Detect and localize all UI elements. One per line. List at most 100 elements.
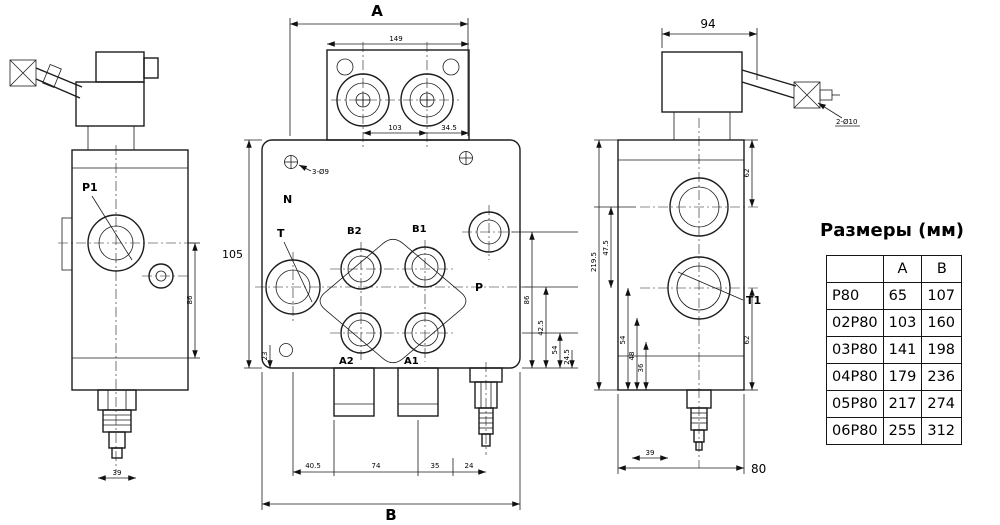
dim-label-105: 105 bbox=[222, 248, 243, 261]
dim-label-103: 103 bbox=[388, 124, 401, 132]
left-view: P1 39 86 bbox=[9, 51, 200, 481]
cell-a: 65 bbox=[882, 282, 923, 310]
table-row: P80 65 107 bbox=[826, 282, 963, 310]
port-label-a2: A2 bbox=[339, 356, 354, 367]
dim-label-48: 48 bbox=[628, 352, 636, 361]
top-housing-right bbox=[661, 51, 743, 140]
port-label-b1: B1 bbox=[412, 224, 427, 235]
port-face-diamond bbox=[319, 238, 467, 364]
dim-label-54-right: 54 bbox=[619, 335, 627, 344]
control-lever bbox=[9, 59, 83, 99]
dim-label-86-side: 86 bbox=[186, 295, 194, 304]
cell-model: 06P80 bbox=[826, 417, 884, 445]
dim-label-39-right: 39 bbox=[646, 449, 655, 457]
cap-bolt-right bbox=[442, 58, 460, 76]
table-row: 02P80 103 160 bbox=[826, 309, 963, 337]
top-cap bbox=[326, 42, 470, 148]
dim-label-47-5: 47.5 bbox=[602, 240, 610, 256]
p1-leader-line bbox=[91, 195, 133, 261]
cell-model: 05P80 bbox=[826, 390, 884, 418]
t-leader-line bbox=[283, 241, 313, 303]
left-side-dims-right-view: 219.5 47.5 54 48 36 bbox=[590, 139, 649, 391]
cap-bolt-left bbox=[336, 58, 354, 76]
port-label-b2: B2 bbox=[347, 226, 362, 237]
port-label-p1: P1 bbox=[82, 181, 98, 194]
cell-a: 255 bbox=[882, 417, 923, 445]
hole-note-label: 3-Ø9 bbox=[312, 168, 329, 176]
mount-hole-bottom-left bbox=[279, 343, 293, 357]
bottom-relief-valve bbox=[97, 389, 137, 459]
bottom-dims: 40.5 74 35 24 bbox=[292, 372, 487, 476]
table-title: Размеры (мм) bbox=[820, 220, 965, 241]
size-table-panel: Размеры (мм) A B P80 65 107 02P80 103 bbox=[820, 220, 996, 445]
port-label-n: N bbox=[283, 193, 292, 206]
relief-valve-front bbox=[469, 362, 503, 455]
valve-top-housing bbox=[75, 51, 159, 150]
dim-label-54: 54 bbox=[551, 345, 559, 354]
cell-b: 107 bbox=[921, 282, 963, 310]
port-label-a1: A1 bbox=[404, 356, 419, 367]
control-lever-right: 2-Ø10 bbox=[741, 69, 860, 127]
table-row: 03P80 141 198 bbox=[826, 336, 963, 364]
port-label-t: T bbox=[277, 227, 285, 240]
dim-label-36: 36 bbox=[637, 363, 645, 372]
dim-label-42-5: 42.5 bbox=[537, 320, 545, 336]
dim-label-b: B bbox=[385, 506, 396, 524]
dim-label-94: 94 bbox=[700, 17, 715, 31]
valve-body-side bbox=[58, 145, 196, 472]
right-side-dims: 86 42.5 54 24.5 bbox=[512, 231, 578, 369]
cell-b: 198 bbox=[921, 336, 963, 364]
front-view: A 149 103 34.5 3-Ø9 N T B2 B1 P A2 bbox=[222, 2, 578, 524]
cell-b: 312 bbox=[921, 417, 963, 445]
cell-a: 141 bbox=[882, 336, 923, 364]
dimension-table: A B P80 65 107 02P80 103 160 03P80 141 bbox=[826, 255, 963, 445]
left-view-dimensions: 39 86 bbox=[97, 242, 200, 481]
cell-model: 03P80 bbox=[826, 336, 884, 364]
dim-label-74: 74 bbox=[372, 462, 381, 470]
dim-label-39-left: 39 bbox=[113, 469, 122, 477]
dim-a: A 149 103 34.5 bbox=[289, 2, 470, 136]
right-side-dims-right-view: 62 62 bbox=[743, 139, 758, 391]
right-view: 2-Ø10 94 T1 bbox=[590, 17, 860, 476]
dim-105: 105 23 bbox=[222, 139, 273, 369]
dim-label-62-bottom: 62 bbox=[743, 336, 751, 345]
cell-a: 103 bbox=[882, 309, 923, 337]
header-b: B bbox=[921, 255, 963, 283]
dim-label-219-5: 219.5 bbox=[590, 252, 598, 272]
dim-80: 39 80 bbox=[617, 394, 766, 476]
cell-model: 02P80 bbox=[826, 309, 884, 337]
dim-b: B bbox=[261, 372, 521, 524]
bottom-stubs bbox=[333, 367, 439, 417]
cell-b: 274 bbox=[921, 390, 963, 418]
note-label-2d10: 2-Ø10 bbox=[836, 118, 857, 126]
cell-a: 217 bbox=[882, 390, 923, 418]
table-row: 06P80 255 312 bbox=[826, 417, 963, 445]
cell-b: 236 bbox=[921, 363, 963, 391]
header-model bbox=[826, 255, 884, 283]
dim-94: 94 bbox=[661, 17, 758, 80]
dim-label-80: 80 bbox=[751, 462, 766, 476]
joint-box bbox=[9, 59, 37, 87]
table-header-row: A B bbox=[826, 255, 963, 283]
cell-a: 179 bbox=[882, 363, 923, 391]
port-label-t1: T1 bbox=[746, 294, 761, 307]
dim-label-149: 149 bbox=[389, 35, 402, 43]
dim-label-24-5: 24.5 bbox=[563, 349, 571, 365]
header-a: A bbox=[882, 255, 923, 283]
t1-leader-line bbox=[677, 271, 744, 301]
valve-body-front: 3-Ø9 N T B2 B1 P A2 A1 bbox=[255, 139, 530, 369]
dim-label-34-5: 34.5 bbox=[441, 124, 457, 132]
cell-b: 160 bbox=[921, 309, 963, 337]
dim-label-23: 23 bbox=[261, 352, 269, 361]
dim-label-62-top: 62 bbox=[743, 169, 751, 178]
port-label-p: P bbox=[475, 281, 483, 294]
cell-model: P80 bbox=[826, 282, 884, 310]
dim-label-24: 24 bbox=[465, 462, 474, 470]
dim-label-35: 35 bbox=[431, 462, 440, 470]
table-row: 05P80 217 274 bbox=[826, 390, 963, 418]
valve-body-right: T1 bbox=[617, 118, 761, 468]
bottom-relief-valve-right bbox=[686, 389, 712, 451]
dim-label-a: A bbox=[371, 2, 383, 20]
